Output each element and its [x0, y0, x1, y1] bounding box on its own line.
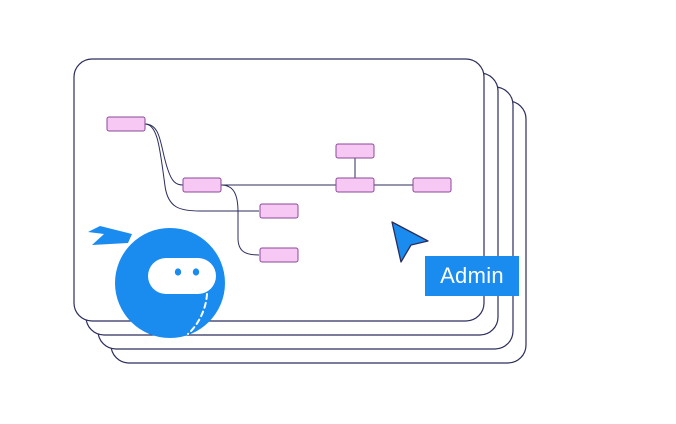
mascot-eye-left [174, 268, 182, 276]
connector-1-3 [144, 123, 259, 212]
workflow-nodes [106, 116, 452, 263]
workflow-node-5 [335, 177, 375, 193]
mascot-headband-tail [88, 226, 132, 245]
mascot-seam [187, 293, 208, 335]
workflow-node-1 [106, 116, 146, 132]
admin-tag: Admin [425, 256, 519, 296]
ninja-mascot-icon [88, 226, 225, 338]
workflow-node-6 [335, 143, 375, 159]
connector-2-4 [220, 184, 260, 256]
mascot-face [148, 258, 216, 294]
mascot-eye-right [192, 268, 200, 276]
workflow-connectors [144, 123, 413, 256]
workflow-node-7 [412, 177, 452, 193]
workflow-node-2 [182, 177, 222, 193]
workflow-node-4 [259, 247, 299, 263]
connector-1-2 [144, 123, 184, 186]
workflow-node-3 [259, 203, 299, 219]
pointer-arrow-icon [391, 221, 429, 263]
